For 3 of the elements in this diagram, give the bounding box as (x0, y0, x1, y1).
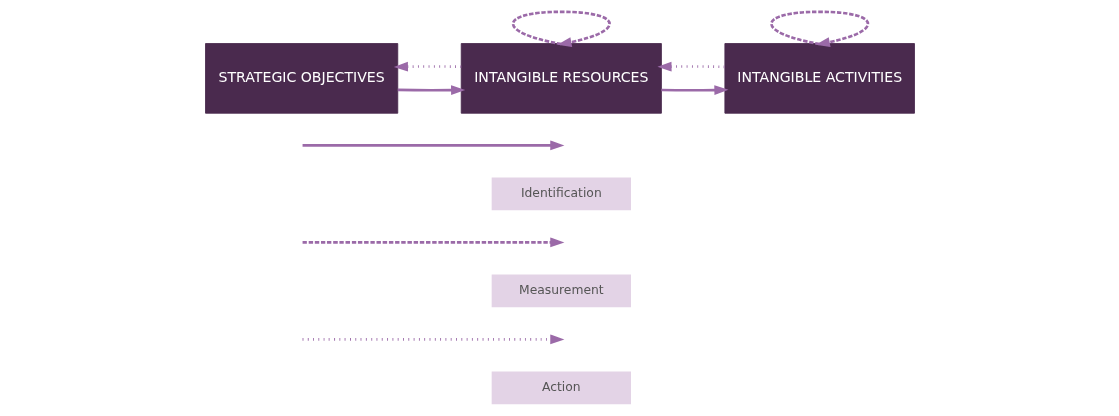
legend-label: Measurement (518, 283, 604, 298)
legend-label: Action (541, 380, 581, 395)
legend-label: Identification (520, 186, 602, 201)
